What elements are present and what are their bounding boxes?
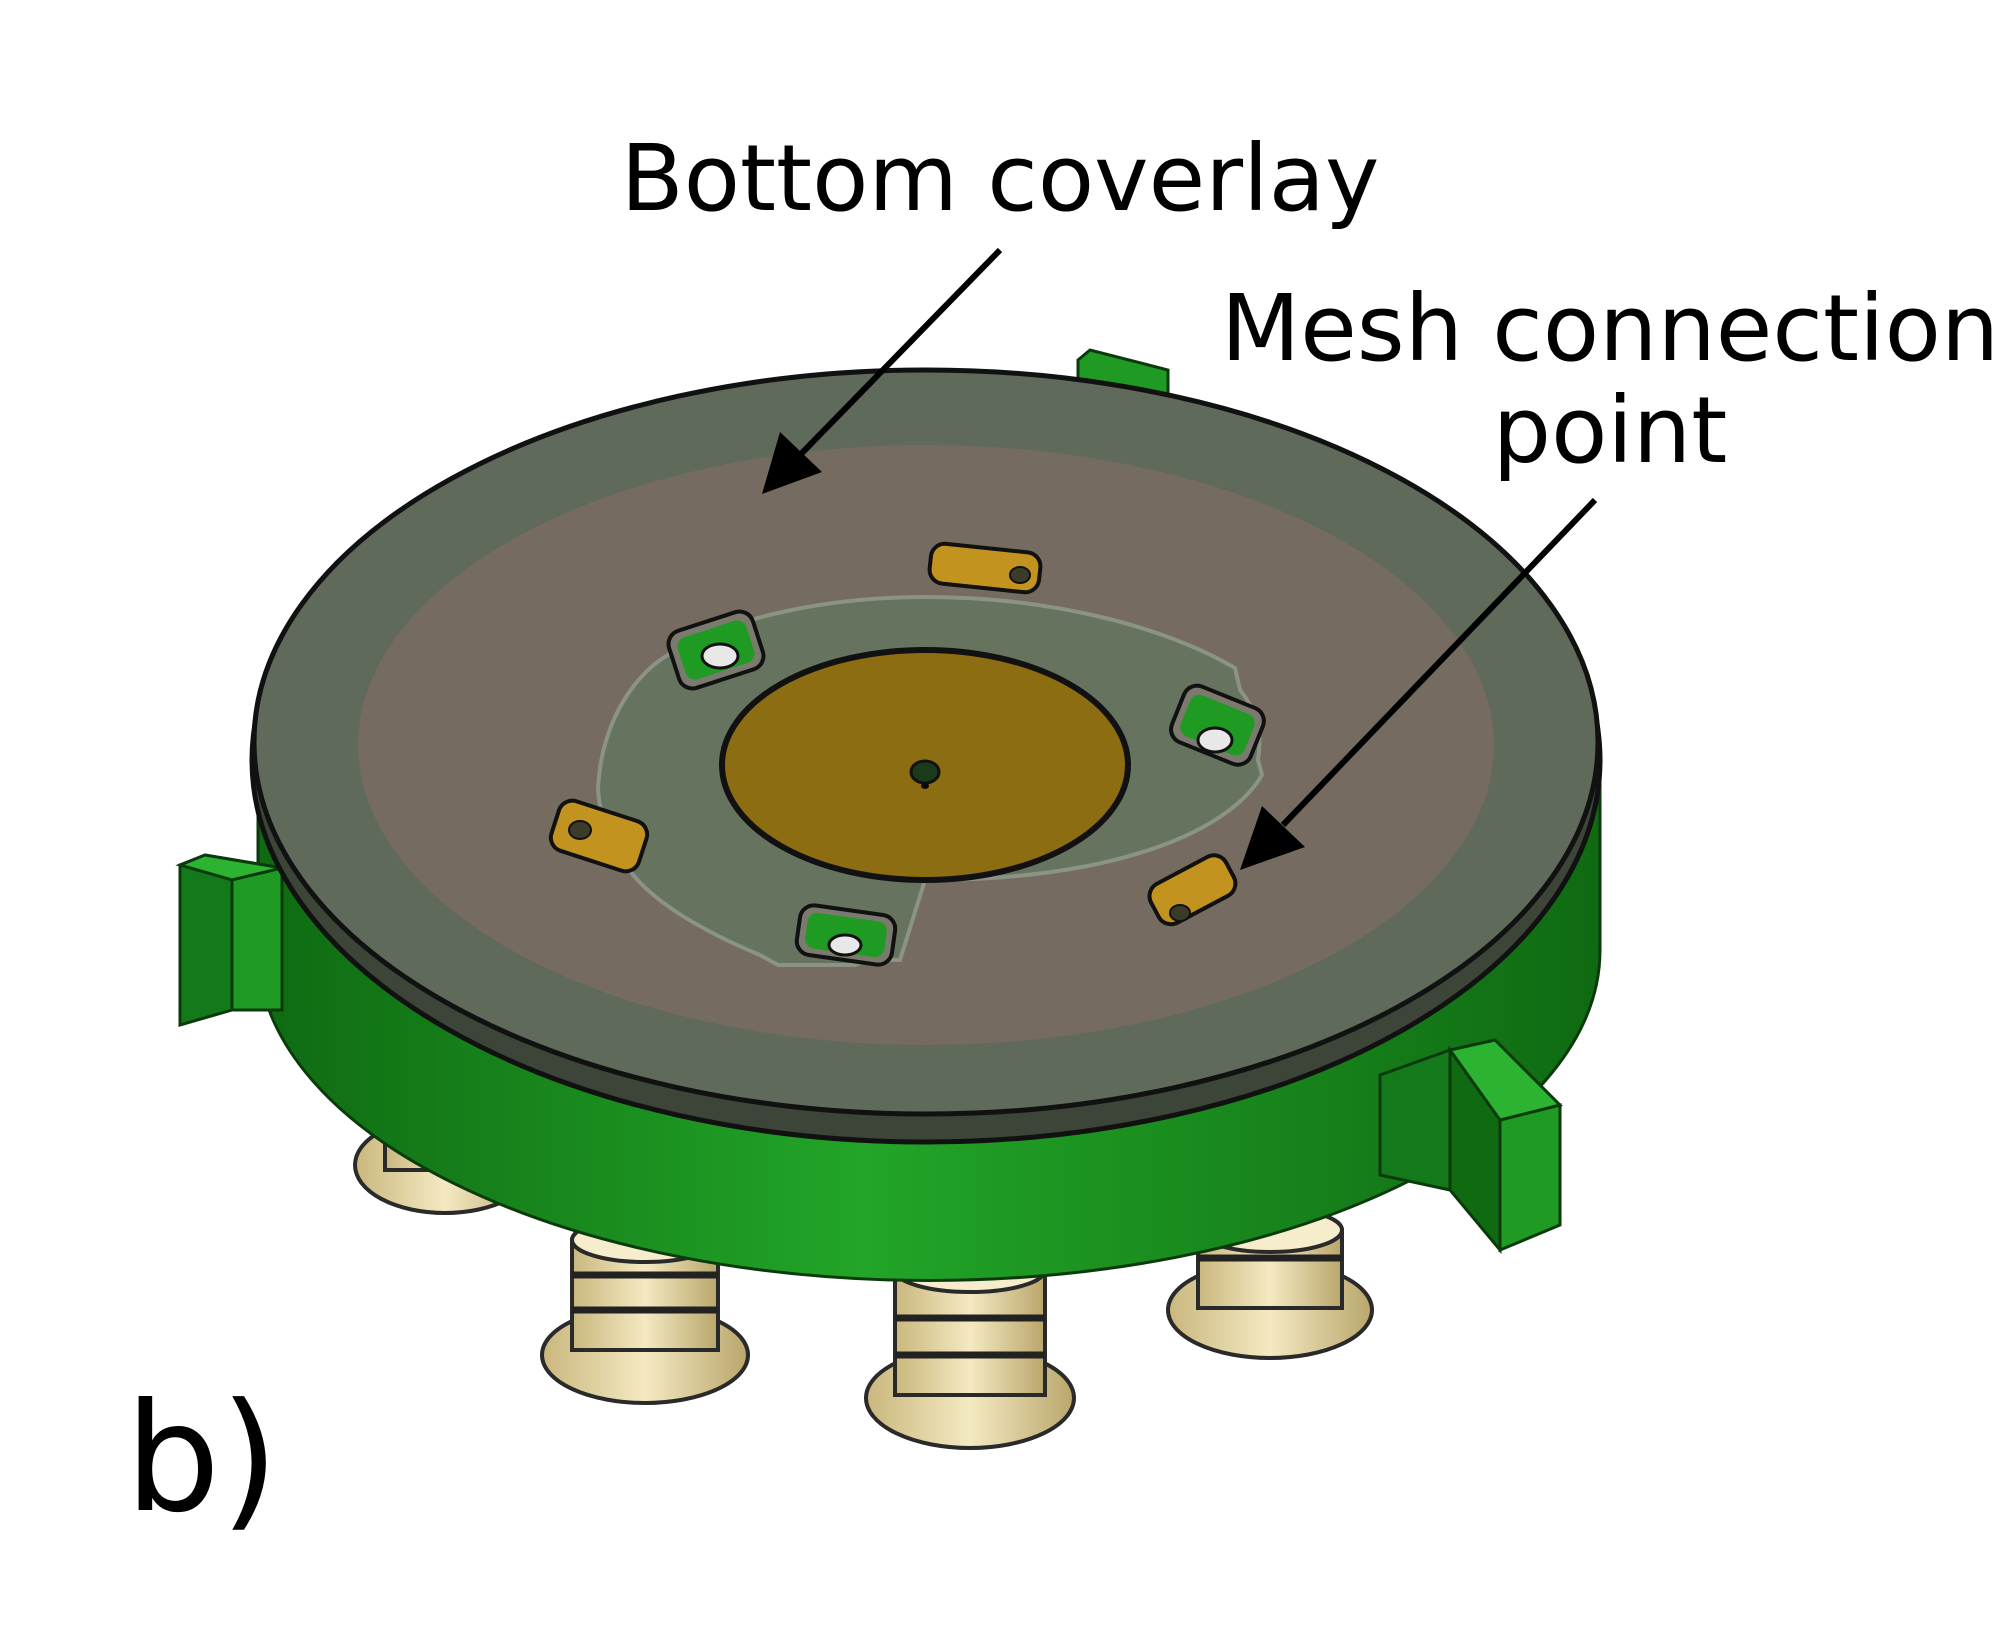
mounting-tab-left	[175, 853, 284, 1027]
green-pad-3	[794, 903, 898, 967]
arrow-mesh-connection	[1240, 497, 1598, 870]
connector-pin-3	[864, 1246, 1076, 1450]
gold-pad-2	[548, 798, 650, 874]
label-mesh-connection-line1: Mesh connection	[1221, 275, 1999, 382]
label-bottom-coverlay: Bottom coverlay	[621, 125, 1380, 232]
label-mesh-connection-line2: point	[1493, 377, 1728, 484]
central-via	[909, 759, 941, 785]
mounting-tab-right	[1378, 1038, 1563, 1255]
panel-label: b)	[125, 1372, 279, 1546]
arrow-bottom-coverlay	[762, 247, 1003, 494]
mesh-connection-pad	[1147, 853, 1238, 927]
gold-pad-1	[927, 541, 1043, 595]
green-pad-1	[666, 609, 766, 691]
green-pad-2	[1169, 683, 1266, 767]
